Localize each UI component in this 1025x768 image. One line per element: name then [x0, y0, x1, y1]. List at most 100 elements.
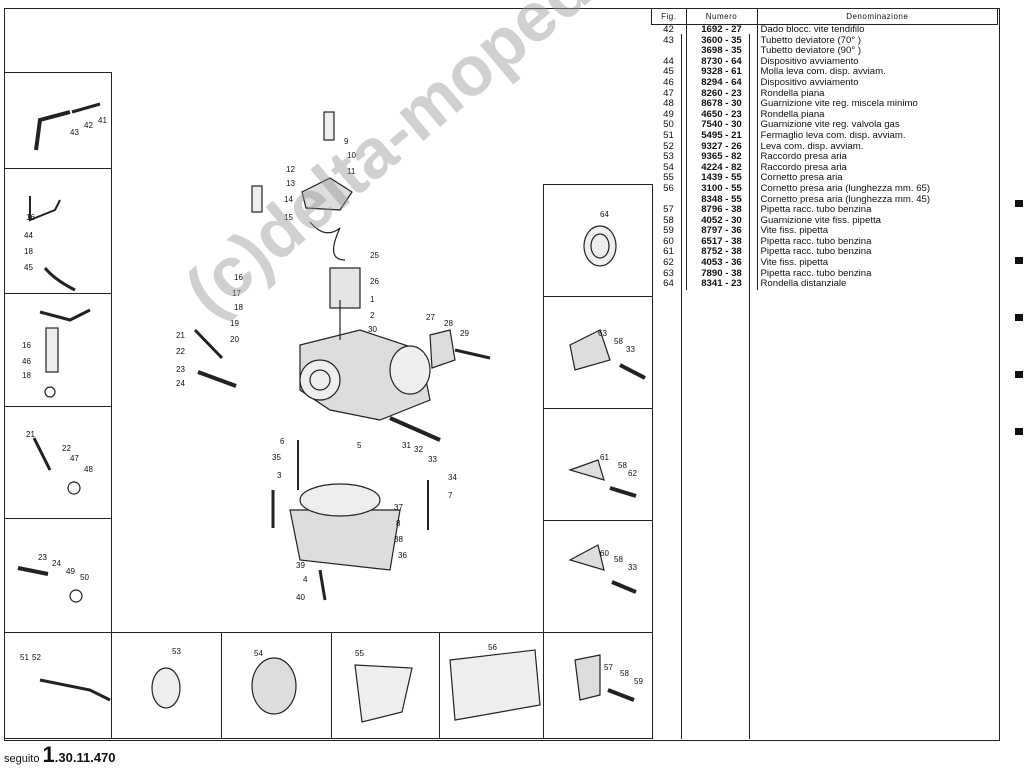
- part-number-label: 27: [426, 313, 435, 322]
- footer-code: .30.11.470: [54, 750, 116, 765]
- part-number-label: 58: [618, 461, 627, 470]
- cell-den: Raccordo presa aria: [760, 161, 847, 173]
- part-number-label: 56: [488, 643, 497, 652]
- part-number-label: 42: [84, 121, 93, 130]
- part-number-label: 16: [234, 273, 243, 282]
- cell-num: 8260 - 23: [686, 88, 758, 100]
- cell-fig: 59: [651, 226, 687, 237]
- cell-den: Dispositivo avviamento: [760, 55, 859, 67]
- cell-fig: 51: [651, 130, 687, 142]
- cell-den: Dispositivo avviamento: [760, 76, 859, 88]
- part-number-label: 11: [347, 167, 356, 176]
- cell-num: 7890 - 38: [686, 268, 758, 280]
- part-number-label: 20: [230, 335, 239, 344]
- part-number-label: 16: [26, 213, 35, 222]
- cell-den: Tubetto deviatore (70° ): [760, 34, 862, 46]
- cell-fig: 47: [651, 88, 687, 100]
- part-number-label: 18: [22, 371, 31, 380]
- cell-fig: 64: [651, 279, 687, 290]
- part-number-label: 35: [272, 453, 281, 462]
- cell-fig: [651, 194, 687, 206]
- cell-num: 8752 - 38: [686, 247, 758, 259]
- part-number-label: 45: [24, 263, 33, 272]
- part-number-label: 26: [370, 277, 379, 286]
- cell-fig: 43: [651, 35, 687, 47]
- part-number-label: 62: [628, 469, 637, 478]
- cell-num: 8294 - 64: [686, 77, 758, 89]
- cell-num: 4650 - 23: [686, 109, 758, 121]
- part-number-label: 17: [232, 289, 241, 298]
- part-number-label: 40: [296, 593, 305, 602]
- cell-num: 3600 - 35: [686, 35, 758, 47]
- part-number-label: 53: [172, 647, 181, 656]
- part-number-label: 16: [22, 341, 31, 350]
- part-number-label: 61: [600, 453, 609, 462]
- part-number-label: 18: [234, 303, 243, 312]
- cell-fig: 54: [651, 162, 687, 174]
- part-number-label: 18: [24, 247, 33, 256]
- part-number-label: 50: [80, 573, 89, 582]
- part-number-label: 10: [347, 151, 356, 160]
- cell-num: 3698 - 35: [686, 46, 758, 57]
- part-number-label: 13: [286, 179, 295, 188]
- cell-den: Rondella piana: [760, 108, 825, 120]
- table-header-row: Fig. Numero Denominazione: [651, 8, 998, 25]
- cell-num: 4224 - 82: [686, 162, 758, 174]
- cell-num: 4053 - 36: [686, 257, 758, 269]
- cell-fig: 49: [651, 109, 687, 121]
- part-number-label: 41: [98, 116, 107, 125]
- cell-num: 9328 - 61: [686, 67, 758, 78]
- cell-fig: 56: [651, 183, 687, 195]
- cell-den: Cornetto presa aria: [760, 172, 843, 184]
- cell-fig: 61: [651, 247, 687, 259]
- cell-fig: 50: [651, 120, 687, 131]
- part-number-label: 57: [604, 663, 613, 672]
- cell-den: Pipetta racc. tubo benzina: [760, 204, 872, 216]
- part-number-label: 29: [460, 329, 469, 338]
- page-code: seguito 1.30.11.470: [4, 742, 116, 768]
- part-number-label: 22: [62, 444, 71, 453]
- part-number-label: 22: [176, 347, 185, 356]
- cell-fig: 48: [651, 99, 687, 110]
- part-number-label: 19: [230, 319, 239, 328]
- part-number-label: 63: [598, 329, 607, 338]
- cell-num: 1692 - 27: [686, 24, 758, 36]
- column-divider: [749, 34, 750, 739]
- cell-num: 8796 - 38: [686, 204, 758, 216]
- cell-den: Guarnizione vite fiss. pipetta: [760, 214, 882, 226]
- cell-num: 5495 - 21: [686, 130, 758, 142]
- cell-fig: 44: [651, 56, 687, 68]
- cell-fig: 45: [651, 67, 687, 78]
- cell-fig: 62: [651, 257, 687, 269]
- header-fig: Fig.: [651, 8, 687, 25]
- part-number-label: 33: [628, 563, 637, 572]
- part-number-label: 24: [52, 559, 61, 568]
- part-number-label: 52: [32, 653, 41, 662]
- part-number-label: 5: [357, 441, 362, 450]
- part-number-label: 51: [20, 653, 29, 662]
- cell-num: 8730 - 64: [686, 56, 758, 68]
- cell-num: 7540 - 30: [686, 120, 758, 131]
- header-denominazione: Denominazione: [756, 8, 998, 25]
- part-number-label: 43: [70, 128, 79, 137]
- footer-prefix: seguito: [4, 753, 40, 765]
- cell-fig: 58: [651, 215, 687, 227]
- part-number-label: 23: [176, 365, 185, 374]
- part-number-label: 32: [414, 445, 423, 454]
- cell-den: Guarnizione vite reg. miscela minimo: [760, 98, 918, 110]
